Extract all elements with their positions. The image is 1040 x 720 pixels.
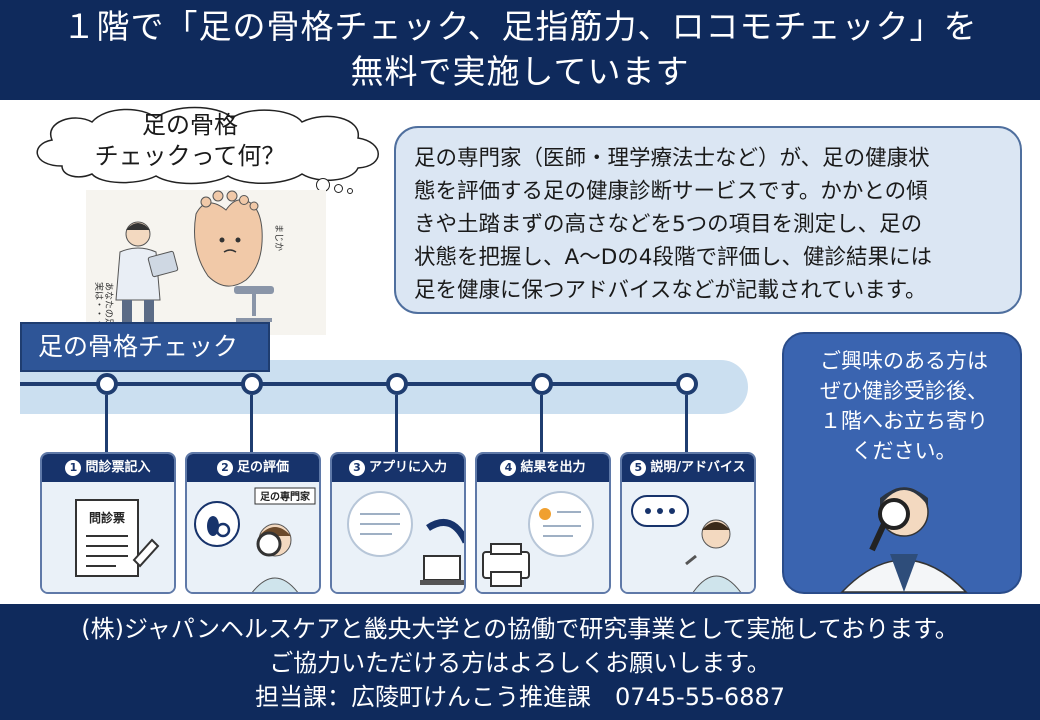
info-line4: 状態を把握し、A～Dの4段階で評価し、健診結果には xyxy=(414,245,932,270)
footer-banner: (株)ジャパンヘルスケアと畿央大学との協働で研究事業として実施しております。 ご… xyxy=(0,604,1040,720)
app-input-icon xyxy=(347,491,464,585)
step-body-1: 問診票 xyxy=(42,482,174,592)
info-line1: 足の専門家（医師・理学療法士など）が、足の健康状 xyxy=(414,146,930,171)
advice-icon xyxy=(631,495,742,592)
header-title-line1: １階で「足の骨格チェック、足指筋力、ロコモチェック」を xyxy=(62,7,978,46)
illustration-caption2: 実は・・・ xyxy=(93,282,105,327)
timeline-node-2 xyxy=(241,373,263,395)
foot-evaluation-icon: 足の専門家 xyxy=(194,487,316,592)
timeline-node-1 xyxy=(96,373,118,395)
step-number-2: 2 xyxy=(216,460,233,476)
cloud-text-line2: チェックって何？ xyxy=(94,142,286,170)
step-number-1: 1 xyxy=(65,460,82,476)
cloud-text-line1: 足の骨格 xyxy=(142,111,238,139)
thought-dot-medium xyxy=(334,184,343,193)
header-title-line2: 無料で実施しています xyxy=(350,52,690,91)
timeline-line xyxy=(20,382,690,386)
header-banner: １階で「足の骨格チェック、足指筋力、ロコモチェック」を 無料で実施しています xyxy=(0,0,1040,100)
foot-check-illustration: あなたの足、 実は・・・ まじか xyxy=(86,190,326,336)
timeline-drop-5 xyxy=(685,395,688,453)
cta-line4: ください。 xyxy=(851,439,957,463)
cta-line3: １階へお立ち寄り xyxy=(820,409,988,433)
step-number-3: 3 xyxy=(348,460,365,476)
result-output-icon xyxy=(482,491,594,587)
info-line3: きや土踏まずの高さなどを5つの項目を測定し、足の xyxy=(414,212,923,237)
timeline-drop-3 xyxy=(395,395,398,453)
info-bubble: 足の専門家（医師・理学療法士など）が、足の健康状 態を評価する足の健康診断サービ… xyxy=(394,126,1022,314)
step-number-5: 5 xyxy=(630,460,647,476)
section-label: 足の骨格チェック xyxy=(20,322,270,372)
illustration-mark: まじか xyxy=(273,224,284,251)
step-body-3 xyxy=(332,482,464,592)
step-body-5 xyxy=(622,482,754,592)
step-body-4 xyxy=(477,482,609,592)
footer-line2: ご協力いただける方はよろしくお願いします。 xyxy=(269,649,771,677)
info-line5: 足を健康に保つアドバイスなどが記載されています。 xyxy=(414,278,927,303)
footer-contact: 担当課：広陵町けんこう推進課 0745-55-6887 xyxy=(254,683,785,711)
timeline-node-4 xyxy=(531,373,553,395)
cta-line2: ぜひ健診受診後、 xyxy=(820,379,988,403)
info-line2: 態を評価する足の健康診断サービスです。かかとの傾 xyxy=(414,179,928,204)
expert-tag: 足の専門家 xyxy=(260,490,311,503)
thought-dot-small xyxy=(347,188,353,194)
timeline-node-3 xyxy=(386,373,408,395)
step-label-3: アプリに入力 xyxy=(368,460,447,475)
timeline-drop-1 xyxy=(105,395,108,453)
cta-box: ご興味のある方は ぜひ健診受診後、 １階へお立ち寄り ください。 xyxy=(782,332,1022,594)
cta-line1: ご興味のある方は xyxy=(820,349,988,373)
step-label-1: 問診票記入 xyxy=(85,460,151,475)
footer-line1: (株)ジャパンヘルスケアと畿央大学との協働で研究事業として実施しております。 xyxy=(81,615,959,643)
step-label-5: 説明/アドバイス xyxy=(650,460,746,475)
cta-text: ご興味のある方は ぜひ健診受診後、 １階へお立ち寄り ください。 xyxy=(784,346,1024,466)
doctor-magnifier-image xyxy=(840,487,968,593)
doctor-foot-image: あなたの足、 実は・・・ まじか xyxy=(93,190,284,336)
questionnaire-icon: 問診票 xyxy=(75,499,160,577)
step-body-2: 足の専門家 xyxy=(187,482,319,592)
thought-cloud xyxy=(36,106,379,185)
step-label-2: 足の評価 xyxy=(236,460,289,475)
timeline-drop-4 xyxy=(540,395,543,453)
timeline-drop-2 xyxy=(250,395,253,453)
step-label-4: 結果を出力 xyxy=(520,460,586,475)
questionnaire-title: 問診票 xyxy=(89,510,125,525)
step-number-4: 4 xyxy=(500,460,517,476)
cloud-text: 足の骨格 チェックって何？ xyxy=(30,110,350,172)
timeline-node-5 xyxy=(676,373,698,395)
illustration-caption1: あなたの足、 xyxy=(103,282,114,335)
